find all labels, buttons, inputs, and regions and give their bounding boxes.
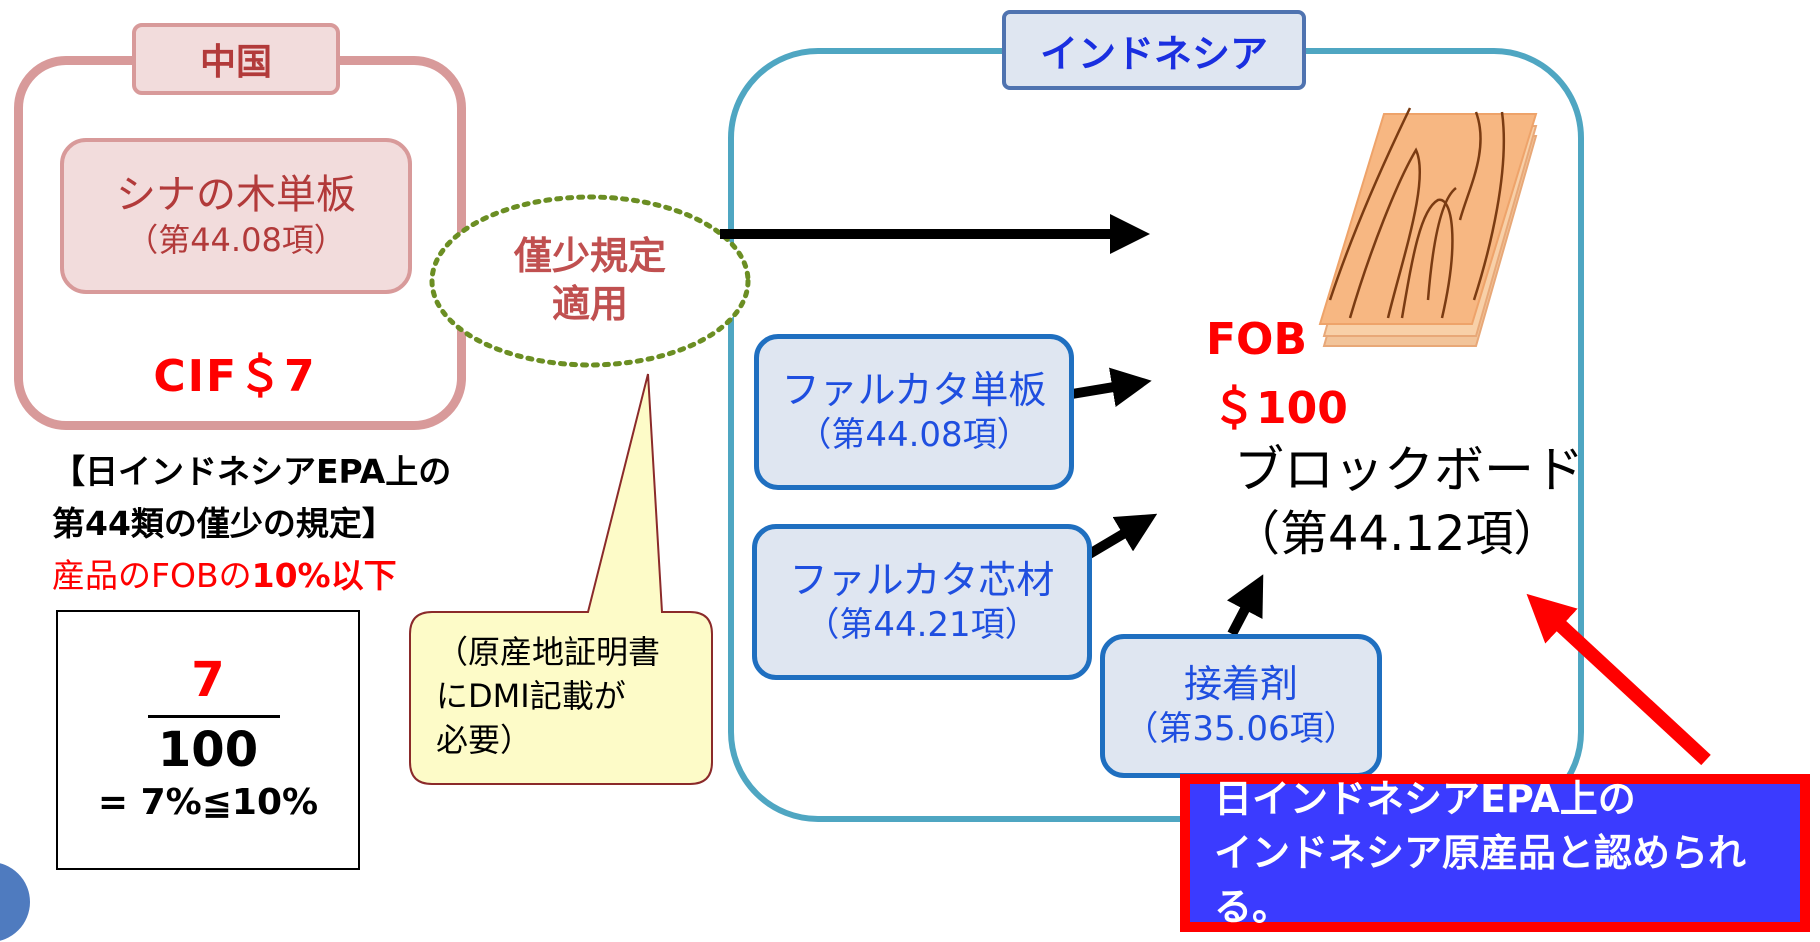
material-name: ファルカタ単板 [781,368,1047,412]
callout-text: （原産地証明書 にDMI記載が 必要） [436,630,686,762]
fob-value: ＄100 [1212,383,1348,434]
indonesia-label: インドネシア [1002,10,1306,90]
arrow-mat2 [1083,513,1158,561]
arrow-conclusion [1526,593,1711,766]
china-label: 中国 [132,23,340,95]
calculation-box: 7 100 = 7%≦10% [56,610,360,870]
arrow-mat3 [1227,574,1264,637]
material-name: 接着剤 [1183,662,1298,706]
deminimis-ellipse [429,194,751,368]
calc-denominator: 100 [157,722,259,778]
product-name: ブロックボード [1234,441,1584,499]
callout-balloon [409,373,713,785]
deminimis-label: 僅少規定 適用 [430,196,750,364]
material-code: （第35.06項） [1124,709,1358,749]
conclusion-line2: インドネシア原産品と認められる。 [1214,831,1747,929]
callout-line1: （原産地証明書 [436,633,661,671]
material-box-falcata-core: ファルカタ芯材 （第44.21項） [752,524,1092,680]
fob-label: FOB [1206,314,1307,365]
product-code: （第44.12項） [1232,506,1562,562]
deminimis-line1: 僅少規定 [513,234,666,278]
china-material-box: シナの木単板 （第44.08項） [60,138,412,294]
material-code: （第44.21項） [805,605,1039,645]
wood-board-icon [1318,107,1538,347]
rule-text: 【日インドネシアEPA上の 第44類の僅少の規定】 産品のFOBの10%以下 [52,446,451,602]
material-code: （第44.08項） [797,415,1031,455]
material-box-falcata-veneer: ファルカタ単板 （第44.08項） [754,334,1074,490]
rule-line1: 【日インドネシアEPA上の [52,452,452,491]
cif-price: CIF＄7 [153,351,317,402]
callout-line3: 必要） [436,721,533,759]
arrow-mat1 [1071,367,1152,408]
rule-line3: 産品のFOBの10%以下 [52,550,451,602]
rule-line3-emphasis: 10%以下 [251,556,397,595]
material-name: ファルカタ芯材 [789,558,1055,602]
callout-line2: にDMI記載が [436,677,626,715]
calc-fraction-line [148,715,280,718]
china-material-name: シナの木単板 [116,172,356,218]
deminimis-line2: 適用 [551,282,628,326]
rule-line2: 第44類の僅少の規定】 [52,504,395,543]
material-box-adhesive: 接着剤 （第35.06項） [1100,634,1382,778]
calc-numerator: 7 [191,652,225,708]
conclusion-box: 日インドネシアEPA上の インドネシア原産品と認められる。 [1180,774,1810,932]
calc-result: = 7%≦10% [97,782,319,823]
conclusion-line1: 日インドネシアEPA上の [1214,777,1636,821]
rule-line3-prefix: 産品のFOBの [52,556,252,595]
china-material-code: （第44.08項） [126,221,346,259]
